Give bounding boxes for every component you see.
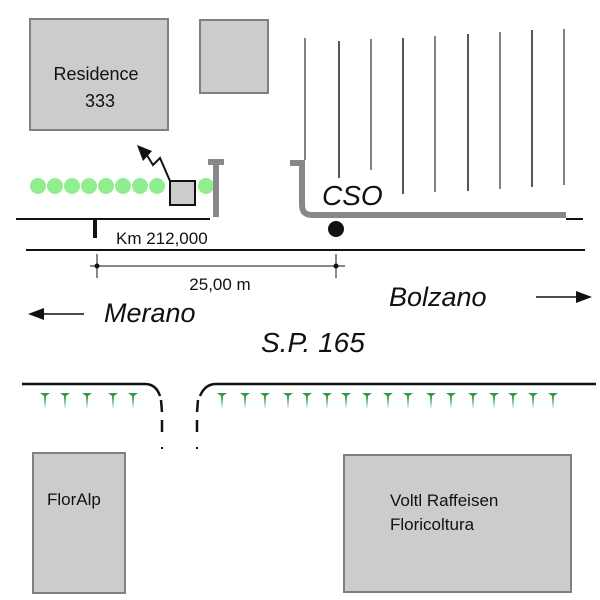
arrow-head-icon (137, 145, 152, 161)
tree-icon (489, 393, 499, 409)
point-marker-icon[interactable] (328, 221, 344, 237)
hedge-bush (30, 178, 46, 194)
tree-icon (108, 393, 118, 409)
tree-icon (260, 393, 270, 409)
side-road-edges (159, 399, 200, 449)
tree-icon (128, 393, 138, 409)
tree-icon (508, 393, 518, 409)
arrow-left-icon (28, 308, 84, 320)
hedge-bush (149, 178, 165, 194)
tree-icon (60, 393, 70, 409)
building-small[interactable] (199, 19, 269, 94)
dimension-line (90, 254, 345, 278)
road-edge-lower-right (198, 382, 596, 397)
tree-icon (362, 393, 372, 409)
building-residence-label-1: Residence (53, 64, 138, 84)
tree-icon (548, 393, 558, 409)
merano-label: Merano (104, 298, 196, 328)
building-voltl-label-2: Floricoltura (390, 515, 475, 534)
field-rows (304, 29, 565, 194)
tree-icon (528, 393, 538, 409)
road-name-label: S.P. 165 (261, 327, 365, 358)
hedge-bush (198, 178, 214, 194)
tree-icon (403, 393, 413, 409)
tree-row (40, 393, 558, 409)
building-voltl[interactable]: Voltl Raffeisen Floricoltura (343, 454, 572, 593)
zigzag-arrow-icon (144, 151, 171, 182)
building-residence-label-2: 333 (85, 91, 115, 111)
building-floralp-label: FlorAlp (47, 490, 101, 509)
cso-label: CSO (322, 180, 383, 211)
building-residence[interactable]: Residence 333 (29, 18, 169, 131)
ditch-left (208, 159, 224, 217)
hedge-bush (98, 178, 114, 194)
tree-icon (217, 393, 227, 409)
tree-icon (426, 393, 436, 409)
hedge-bush (81, 178, 97, 194)
distance-label: 25,00 m (189, 275, 250, 294)
tree-icon (383, 393, 393, 409)
tree-icon (240, 393, 250, 409)
km-marker-icon (93, 218, 97, 238)
discharge-structure[interactable] (137, 145, 196, 206)
bolzano-label: Bolzano (389, 282, 487, 312)
building-floralp[interactable]: FlorAlp (32, 452, 126, 594)
tree-icon (322, 393, 332, 409)
tree-icon (446, 393, 456, 409)
tree-icon (341, 393, 351, 409)
tree-icon (468, 393, 478, 409)
building-voltl-label-1: Voltl Raffeisen (390, 491, 498, 510)
tree-icon (82, 393, 92, 409)
hedge (30, 178, 214, 194)
ditch-right (290, 160, 566, 218)
hedge-bush (132, 178, 148, 194)
road-edge-lower-left (22, 382, 162, 397)
hedge-bush (47, 178, 63, 194)
km-label: Km 212,000 (116, 229, 208, 248)
tree-icon (40, 393, 50, 409)
arrow-right-icon (536, 291, 592, 303)
hedge-bush (115, 178, 131, 194)
tree-icon (302, 393, 312, 409)
hedge-bush (64, 178, 80, 194)
tree-icon (283, 393, 293, 409)
